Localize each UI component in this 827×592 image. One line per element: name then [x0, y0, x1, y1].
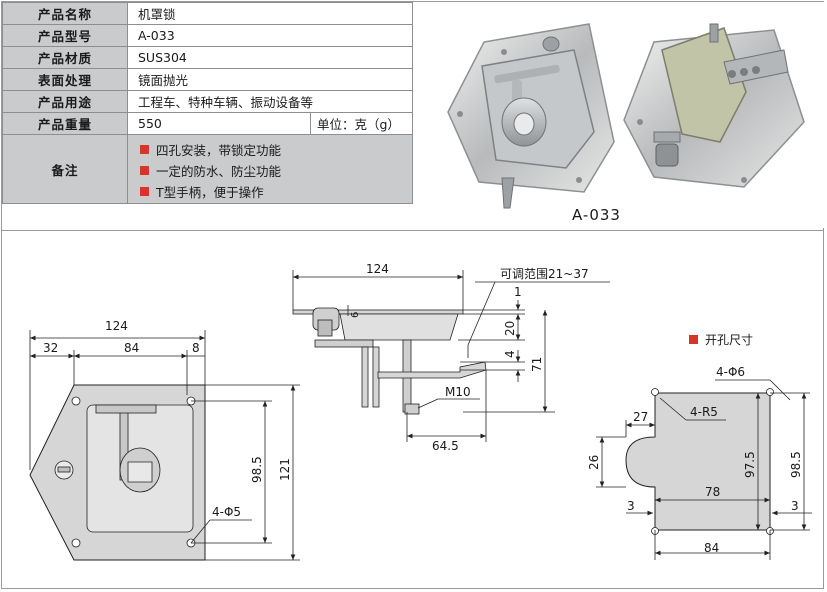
remark-item: T型手柄，便于操作: [140, 181, 412, 202]
dim-label: 4: [503, 350, 517, 358]
dim-label: 121: [278, 458, 292, 481]
dim-label: M10: [445, 385, 471, 399]
spec-row-weight: 产品重量 550 单位：克（g）: [2, 112, 413, 135]
dim-label: 98.5: [250, 456, 264, 483]
latch-front-photo: [447, 23, 615, 209]
dim-label: 98.5: [789, 451, 803, 478]
dim-label: 3: [791, 499, 799, 513]
front-view: [29, 330, 300, 561]
product-photo-illustration: [447, 23, 805, 209]
remarks-label: 备注: [2, 134, 128, 204]
spec-row-material: 产品材质 SUS304: [2, 46, 413, 69]
dim-label: 27: [633, 410, 648, 424]
cutout-title: 开孔尺寸: [689, 331, 753, 348]
spec-row-remarks: 备注 四孔安装，带锁定功能 一定的防水、防尘功能 T型手柄，便于操作: [2, 134, 413, 204]
spec-value: 工程车、特种车辆、振动设备等: [127, 90, 413, 113]
dim-label: 6: [350, 312, 361, 318]
section-divider: [2, 230, 824, 231]
spec-label: 产品用途: [2, 90, 128, 113]
spec-row-usage: 产品用途 工程车、特种车辆、振动设备等: [2, 90, 413, 113]
dim-label: 20: [503, 321, 517, 336]
dim-label: 97.5: [743, 451, 757, 478]
remark-item: 一定的防水、防尘功能: [140, 160, 412, 181]
spec-label: 表面处理: [2, 68, 128, 91]
spec-label: 产品名称: [2, 2, 128, 25]
spec-value: 镜面抛光: [127, 68, 413, 91]
dim-label: 26: [587, 455, 601, 470]
dim-label: 84: [704, 541, 719, 555]
bullet-icon: [140, 145, 149, 154]
dim-label: 可调范围21~37: [500, 267, 589, 281]
side-view: [292, 270, 610, 442]
weight-unit: 单位：克（g）: [310, 112, 413, 135]
product-photos: [414, 2, 824, 228]
dim-label: 32: [43, 341, 58, 355]
bullet-icon: [689, 335, 698, 344]
latch-rear-photo: [623, 23, 805, 188]
dim-label: 64.5: [432, 439, 459, 453]
dim-label: 4-Φ5: [212, 505, 241, 519]
dim-label: 71: [530, 357, 544, 372]
dimension-labels: 124 32 84 8 98.5 121 4-Φ5 124 可调范围21~37 …: [43, 262, 803, 555]
spec-label: 产品材质: [2, 46, 128, 69]
cutout-view: [596, 379, 812, 560]
bullet-icon: [140, 166, 149, 175]
dim-label: 8: [192, 341, 200, 355]
dim-label: 1: [514, 285, 522, 299]
spec-value: 550: [127, 112, 311, 135]
dim-label: 4-Φ6: [716, 365, 745, 379]
spec-value: SUS304: [127, 46, 413, 69]
dim-label: 124: [366, 262, 389, 276]
model-caption: A-033: [572, 206, 621, 224]
bullet-icon: [140, 187, 149, 196]
remark-item: 四孔安装，带锁定功能: [140, 139, 412, 160]
dim-label: 4-R5: [690, 405, 718, 419]
spec-label: 产品重量: [2, 112, 128, 135]
dim-label: 3: [627, 499, 635, 513]
dim-label: 124: [105, 319, 128, 333]
remarks-list: 四孔安装，带锁定功能 一定的防水、防尘功能 T型手柄，便于操作: [127, 134, 413, 204]
dim-label: 78: [705, 485, 720, 499]
spec-table: 产品名称 机罩锁 产品型号 A-033 产品材质 SUS304 表面处理 镜面抛…: [2, 2, 413, 204]
dim-label: 84: [124, 341, 139, 355]
spec-row-finish: 表面处理 镜面抛光: [2, 68, 413, 91]
